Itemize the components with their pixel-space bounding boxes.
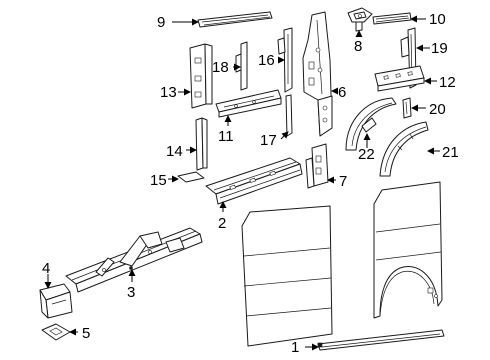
part-6-b-pillar	[302, 11, 333, 137]
part-18-pillar	[235, 41, 248, 91]
part-3-floor-rail	[65, 227, 203, 293]
part-10-rail	[372, 12, 412, 25]
callout-3: 3	[127, 284, 135, 301]
body-side-panel-left	[241, 205, 333, 347]
callout-13: 13	[160, 84, 177, 101]
part-2-sill	[205, 157, 303, 205]
callout-20: 20	[429, 101, 446, 118]
callout-4: 4	[42, 260, 50, 277]
callout-5: 5	[82, 325, 90, 342]
part-5-plate	[41, 323, 71, 341]
body-side-panel-right	[373, 181, 443, 319]
callout-22: 22	[358, 146, 375, 163]
callout-7: 7	[339, 173, 347, 190]
part-22-inner-wheel-arch	[345, 97, 397, 151]
part-14-bracket	[195, 117, 208, 171]
callout-6: 6	[338, 84, 346, 101]
callout-15: 15	[150, 172, 167, 189]
part-12-rail-bracket	[374, 65, 425, 92]
part-1-sill-strip	[317, 329, 445, 351]
callout-17: 17	[260, 132, 277, 149]
part-17-bar	[285, 94, 293, 137]
callout-16: 16	[258, 52, 275, 69]
callout-10: 10	[429, 11, 446, 28]
part-4-bracket	[39, 283, 73, 319]
callout-8: 8	[354, 38, 362, 55]
part-20-bracket	[402, 97, 412, 119]
callout-2: 2	[218, 215, 226, 232]
callout-21: 21	[442, 144, 459, 161]
part-15-plate	[177, 171, 205, 183]
callout-9: 9	[157, 14, 165, 31]
part-8-bracket	[347, 7, 373, 32]
callout-11: 11	[218, 128, 234, 145]
part-7-lower-pillar	[305, 143, 329, 189]
callout-14: 14	[166, 143, 183, 160]
callout-1: 1	[291, 339, 299, 356]
callout-12: 12	[439, 74, 456, 91]
part-16-pillar	[277, 27, 293, 93]
part-13-inner-panel	[189, 43, 213, 109]
callout-18: 18	[212, 59, 229, 76]
part-9-roof-rail	[197, 11, 273, 28]
part-21-outer-wheel-arch	[379, 121, 429, 177]
part-11-rail	[215, 89, 282, 118]
callout-19: 19	[431, 40, 448, 57]
